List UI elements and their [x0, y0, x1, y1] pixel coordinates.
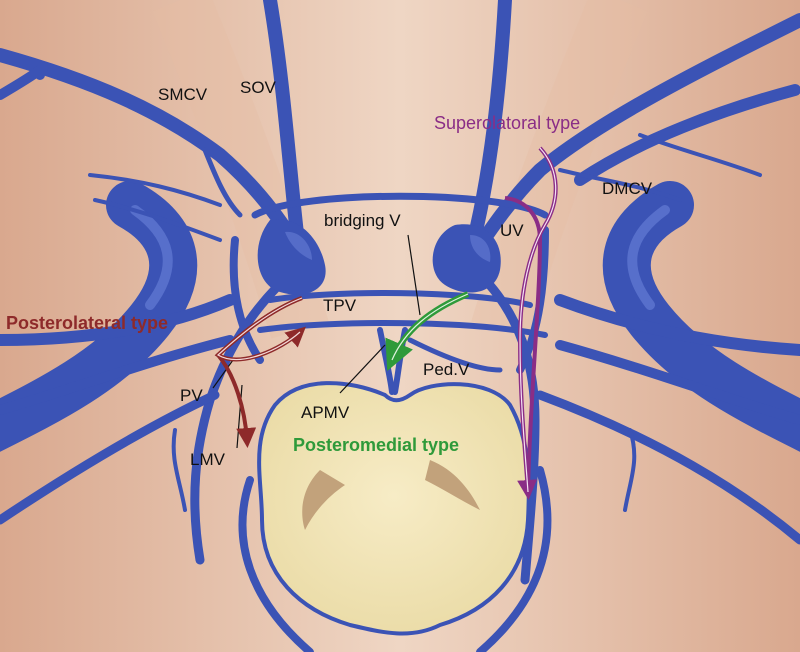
label-superolateral-type: Superolatoral type: [434, 113, 580, 133]
label-pv: PV: [180, 386, 203, 405]
label-posteromedial-type: Posteromedial type: [293, 435, 459, 455]
label-ped-v: Ped.V: [423, 360, 470, 379]
label-uv: UV: [500, 221, 524, 240]
label-posterolateral-type: Posterolateral type: [6, 313, 168, 333]
midbrain: [257, 381, 531, 636]
superolateral-route-arrow: [504, 146, 558, 500]
label-apmv: APMV: [301, 403, 350, 422]
label-smcv: SMCV: [158, 85, 208, 104]
posterolateral-route-arrow: [214, 296, 306, 448]
label-bridging-v: bridging V: [324, 211, 401, 230]
label-lmv: LMV: [190, 450, 226, 469]
leader-lines: [212, 234, 421, 449]
label-dmcv: DMCV: [602, 179, 653, 198]
posteromedial-route-arrow: [385, 291, 470, 372]
label-sov: SOV: [240, 78, 277, 97]
label-tpv: TPV: [323, 296, 357, 315]
